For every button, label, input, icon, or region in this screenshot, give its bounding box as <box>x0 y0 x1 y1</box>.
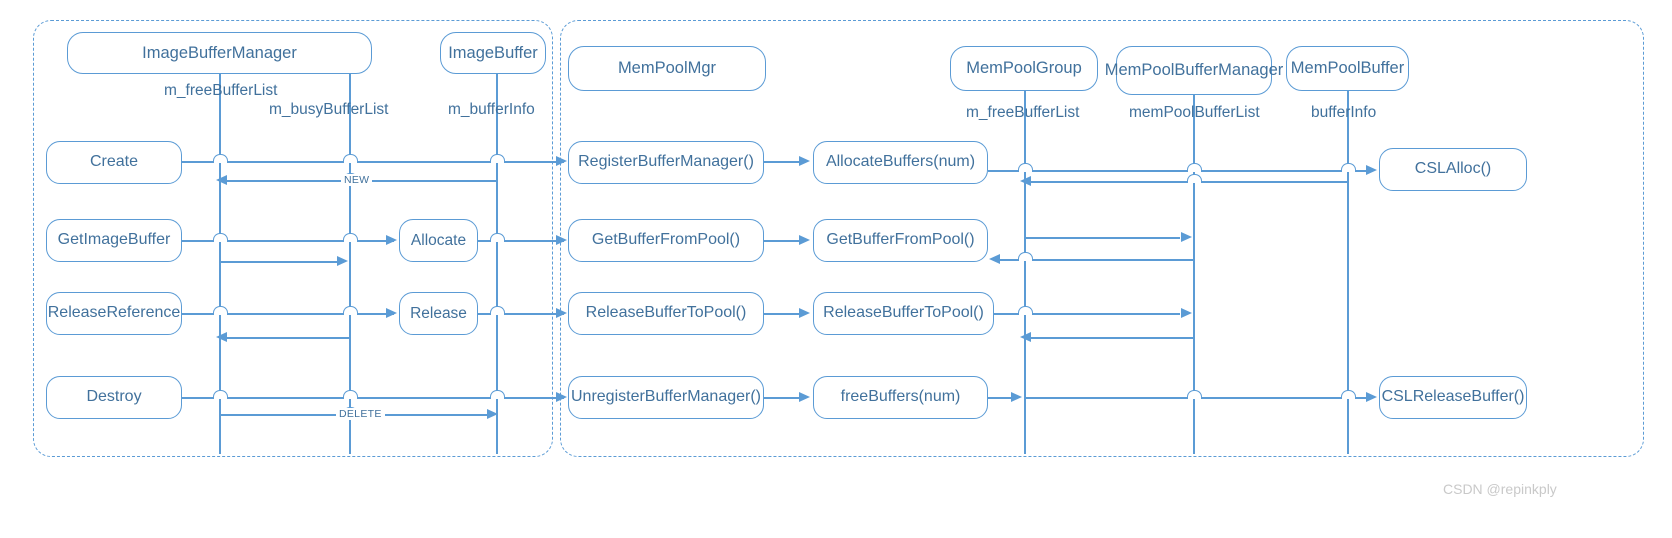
step-get-image-buffer[interactable]: GetImageBuffer <box>46 219 182 262</box>
header-mempool-mgr[interactable]: MemPoolMgr <box>568 46 766 91</box>
arrowhead-rr-to-release <box>386 308 397 318</box>
step-free-buffers[interactable]: freeBuffers(num) <box>813 376 988 419</box>
header-image-buffer-manager[interactable]: ImageBufferManager <box>67 32 372 74</box>
arrowhead-releasebuffer-mgr-to-group <box>799 308 810 318</box>
step-unregister-buffer-manager[interactable]: UnregisterBufferManager() <box>568 376 764 419</box>
arrowhead-release-to-releasepool <box>556 308 567 318</box>
hop-destroy-free <box>213 390 228 399</box>
arrowhead-delete <box>487 409 498 419</box>
lifeline-label-right-free-buffer-list: m_freeBufferList <box>966 104 1080 121</box>
arrowhead-to-cslalloc <box>1366 165 1377 175</box>
arrowhead-register-to-allocate <box>799 156 810 166</box>
watermark: CSDN @repinkply <box>1443 481 1557 497</box>
flow-allocate-to-info <box>478 240 564 242</box>
step-csl-release-buffer[interactable]: CSLReleaseBuffer() <box>1379 376 1527 419</box>
arrowhead-rr-transfer <box>216 332 227 342</box>
hop-create-free <box>213 154 228 163</box>
flow-freebuffers-to-free <box>988 397 1012 399</box>
hop-cslrelease-mempoollist <box>1187 390 1202 399</box>
lifeline-mempool-buffer-list <box>1193 90 1195 454</box>
flow-releasebuffer-mgr-to-group <box>764 313 800 315</box>
hop-cslalloc-return-mempoollist <box>1187 174 1202 183</box>
step-get-buffer-from-pool-mgr[interactable]: GetBufferFromPool() <box>568 219 764 262</box>
hop-create-info <box>490 154 505 163</box>
lifeline-label-buffer-info: bufferInfo <box>1311 104 1377 121</box>
step-release-reference[interactable]: ReleaseReference <box>46 292 182 335</box>
arrowhead-releasebuffer-to-mempoollist <box>1181 308 1192 318</box>
left-panel-boundary <box>33 20 553 457</box>
hop-destroy-busy <box>343 390 358 399</box>
lifeline-label-left-busy-buffer-list: m_busyBufferList <box>269 101 389 118</box>
header-mempool-buffer[interactable]: MemPoolBuffer <box>1286 46 1409 91</box>
hop-gib-busy <box>343 233 358 242</box>
arrowhead-getbuffer-mgr-to-group <box>799 235 810 245</box>
flow-create-main <box>182 161 564 163</box>
header-mempool-group[interactable]: MemPoolGroup <box>950 46 1098 91</box>
lifeline-buffer-info <box>1347 90 1349 454</box>
flow-rr-transfer <box>222 337 350 339</box>
step-release-buffer-to-pool-mgr[interactable]: ReleaseBufferToPool() <box>568 292 764 335</box>
message-new: NEW <box>341 174 373 186</box>
arrowhead-freebuffers-to-free <box>1011 392 1022 402</box>
flow-getbuffer-return <box>995 259 1194 261</box>
hop-gib-free <box>213 233 228 242</box>
step-allocate-buffers[interactable]: AllocateBuffers(num) <box>813 141 988 184</box>
hop-alloc-bufferinfo <box>1341 163 1356 172</box>
arrowhead-allocate-to-getbufferpool <box>556 235 567 245</box>
step-csl-alloc[interactable]: CSLAlloc() <box>1379 148 1527 191</box>
arrowhead-releasebuffer-return <box>1020 332 1031 342</box>
flow-register-to-allocate <box>764 161 800 163</box>
header-mempool-buffer-manager[interactable]: MemPoolBufferManager <box>1105 46 1283 95</box>
flow-getbuffer-mgr-to-group <box>764 240 800 242</box>
flow-releasebuffer-return <box>1026 337 1194 339</box>
lifeline-label-left-buffer-info: m_bufferInfo <box>448 101 535 118</box>
step-create[interactable]: Create <box>46 141 182 184</box>
arrowhead-to-cslrelease <box>1366 392 1377 402</box>
arrowhead-getbuffer-return <box>989 254 1000 264</box>
lifeline-label-mempool-buffer-list: memPoolBufferList <box>1129 104 1260 121</box>
step-allocate[interactable]: Allocate <box>399 219 478 262</box>
flow-releasebuffer-to-mempoollist <box>994 313 1180 315</box>
flow-release-to-info <box>478 313 564 315</box>
arrowhead-gib-transfer <box>337 256 348 266</box>
arrowhead-new-return <box>216 175 227 185</box>
flow-releasereference-main <box>182 313 394 315</box>
hop-rr-busy <box>343 306 358 315</box>
hop-allocate-info <box>490 233 505 242</box>
lifeline-left-buffer-info <box>496 72 498 454</box>
flow-destroy-main <box>182 397 564 399</box>
hop-rr-free <box>213 306 228 315</box>
lifeline-label-left-free-buffer-list: m_freeBufferList <box>164 82 278 99</box>
arrowhead-getbuffer-to-mempoollist <box>1181 232 1192 242</box>
flow-unregister-to-freebuffers <box>764 397 800 399</box>
step-destroy[interactable]: Destroy <box>46 376 182 419</box>
step-register-buffer-manager[interactable]: RegisterBufferManager() <box>568 141 764 184</box>
arrowhead-gib-to-allocate <box>386 235 397 245</box>
hop-alloc-mempoollist <box>1187 163 1202 172</box>
arrowhead-create-to-register <box>556 156 567 166</box>
arrowhead-destroy-to-unregister <box>556 392 567 402</box>
hop-cslrelease-bufferinfo <box>1341 390 1356 399</box>
lifeline-left-busy-buffer-list <box>349 72 351 454</box>
hop-releasebuffer-free <box>1018 306 1033 315</box>
step-release[interactable]: Release <box>399 292 478 335</box>
hop-alloc-free <box>1018 163 1033 172</box>
message-delete: DELETE <box>336 408 385 420</box>
flow-allocate-to-cslalloc <box>988 170 1366 172</box>
flow-getbuffer-free-to-mempoollist <box>1025 237 1180 239</box>
lifeline-right-free-buffer-list <box>1024 90 1026 454</box>
lifeline-left-free-buffer-list <box>219 72 221 454</box>
hop-create-busy <box>343 154 358 163</box>
arrowhead-cslalloc-return <box>1020 176 1031 186</box>
header-image-buffer[interactable]: ImageBuffer <box>440 32 546 74</box>
hop-destroy-info <box>490 390 505 399</box>
flow-gib-transfer <box>220 261 343 263</box>
flow-getimagebuffer-main <box>182 240 394 242</box>
step-get-buffer-from-pool-group[interactable]: GetBufferFromPool() <box>813 219 988 262</box>
hop-getbuffer-return-free <box>1018 252 1033 261</box>
arrowhead-unregister-to-freebuffers <box>799 392 810 402</box>
step-release-buffer-to-pool-group[interactable]: ReleaseBufferToPool() <box>813 292 994 335</box>
hop-release-info <box>490 306 505 315</box>
